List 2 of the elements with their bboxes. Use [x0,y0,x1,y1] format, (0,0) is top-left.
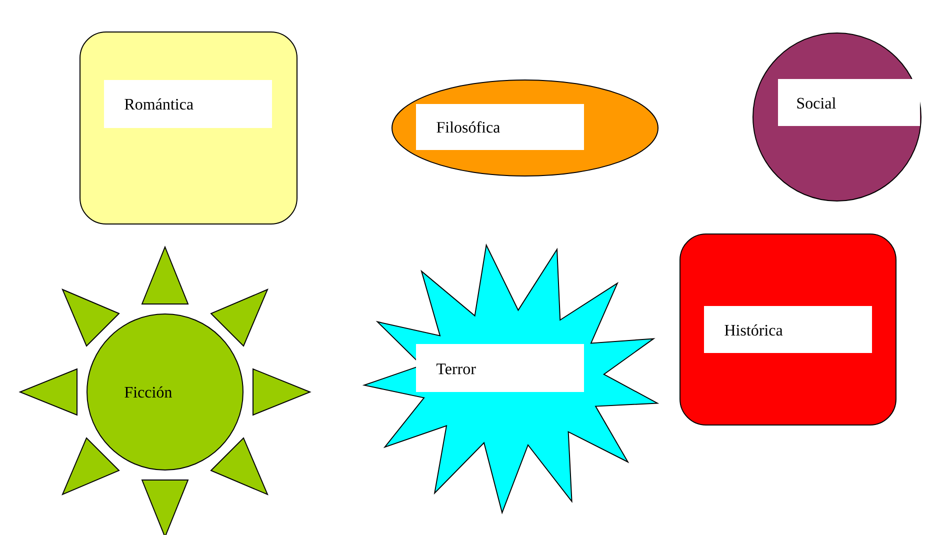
rounded-box: Romántica [80,32,298,224]
rounded-box: Histórica [680,234,896,426]
